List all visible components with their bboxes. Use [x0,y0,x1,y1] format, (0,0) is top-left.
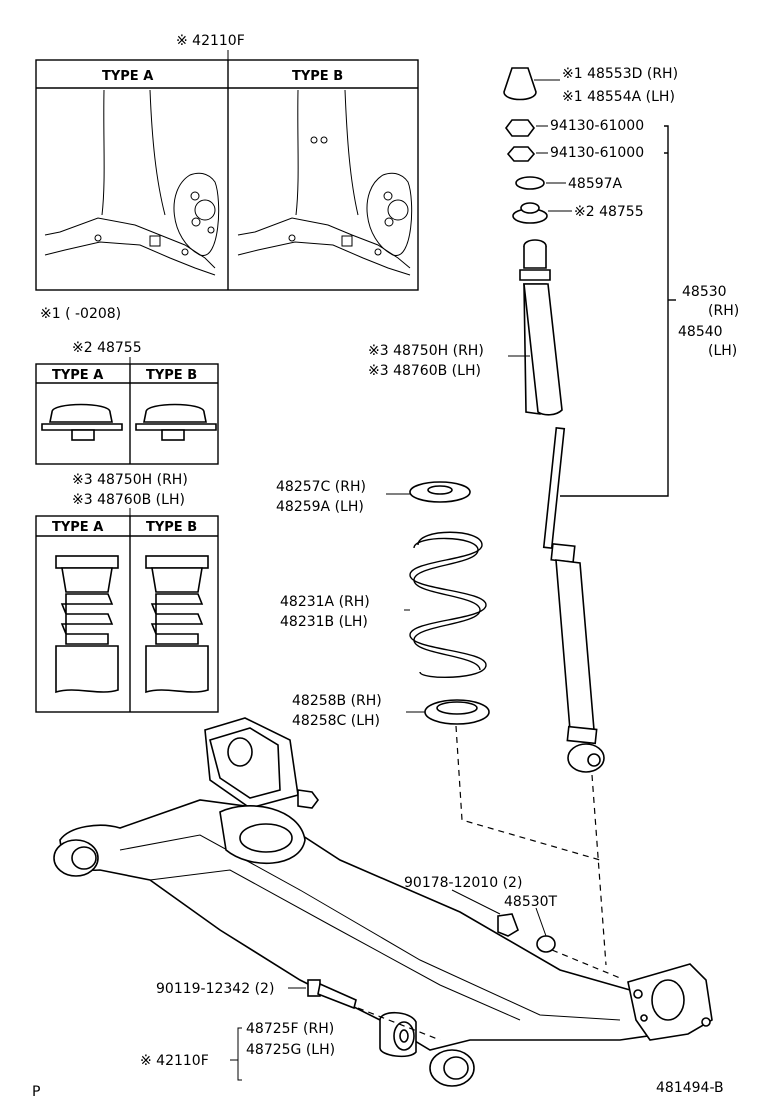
assembly-line-shock [591,774,607,966]
insert-48750H-title: ※3 48750H (RH) [72,472,188,488]
label-90119: 90119-12342 (2) [156,981,274,997]
assembly-line-bolt [357,1007,441,1041]
assembly-line-spring [455,725,601,861]
coil-spring [404,531,487,679]
insert-bump-type-a: TYPE A [52,520,103,535]
nut-1 [505,119,535,137]
beam-right-bushing [429,1049,475,1087]
insert-42110F: ※ 42110F TYPE A TYPE B [35,33,419,322]
insert-42110F-type-a: TYPE A [102,69,153,84]
insert-48755-type-a: TYPE A [52,368,103,383]
insert-48755-title: ※2 48755 [72,340,142,356]
label-48540-lh: (LH) [708,343,737,359]
label-90178: 90178-12010 (2) [404,875,522,891]
beam-left-bushing [53,839,99,877]
label-48553D: ※1 48553D (RH) [562,66,678,82]
label-48259A: 48259A (LH) [276,499,364,515]
washer-48597A [515,176,545,190]
support-48755 [512,202,572,224]
bump-stopper-type-a-sketch [55,555,119,694]
upper-insulator [386,481,471,503]
dust-cover [508,239,563,416]
bushing-48725F [379,1011,417,1058]
footer-page-letter: P [32,1084,40,1100]
callout-labels: ※1 48553D (RH) ※1 48554A (LH) 94130-6100… [32,66,739,1100]
beam-end-type-b-sketch [237,89,413,276]
cushion-90178 [451,889,519,937]
label-48231B: 48231B (LH) [280,614,368,630]
label-48597A: 48597A [568,176,623,192]
cap-48530T [535,907,556,953]
insert-bump-type-b: TYPE B [146,520,197,535]
label-48554A: ※1 48554A (LH) [562,89,675,105]
label-42110F: ※ 42110F [140,1053,209,1069]
footer-diagram-id: 481494-B [656,1080,724,1096]
insert-48760B-title: ※3 48760B (LH) [72,492,185,508]
beam-end-type-a-sketch [44,89,220,276]
cap-48553D [503,67,537,101]
lower-insulator [406,699,490,725]
label-48750H: ※3 48750H (RH) [368,343,484,359]
assembly-bracket [560,125,669,497]
label-48258B: 48258B (RH) [292,693,382,709]
insert-48755: ※2 48755 TYPE A TYPE B [35,340,219,465]
insert-42110F-type-b: TYPE B [292,69,343,84]
shock-absorber [542,427,605,773]
beam-right-bracket [627,963,713,1041]
label-94130-2: 94130-61000 [550,145,644,161]
bump-stopper-type-b-sketch [145,555,209,694]
label-48530T: 48530T [504,894,558,910]
bolt-90119 [288,979,357,1010]
label-48725F: 48725F (RH) [246,1021,334,1037]
insert-48755-type-b: TYPE B [146,368,197,383]
label-48530: 48530 [682,284,727,300]
label-48760B: ※3 48760B (LH) [368,363,481,379]
insert-42110F-label: ※ 42110F [176,33,245,49]
label-48231A: 48231A (RH) [280,594,370,610]
nut-2 [506,146,536,162]
label-bracket [230,1027,242,1081]
insert-bump-stopper: ※3 48750H (RH) ※3 48760B (LH) TYPE A TYP… [35,472,219,713]
label-48530-rh: (RH) [708,303,739,319]
label-48258C: 48258C (LH) [292,713,380,729]
axle-beam [53,717,713,1087]
beam-spring-seat [204,717,319,865]
note-date-range: ※1 ( -0208) [40,306,121,322]
label-94130-1: 94130-61000 [550,118,644,134]
assembly-line-cushion [551,949,621,979]
label-48755: ※2 48755 [574,204,644,220]
spring-group [386,481,490,725]
shock-parts [503,67,676,773]
label-48725G: 48725G (LH) [246,1042,335,1058]
label-48540: 48540 [678,324,723,340]
label-48257C: 48257C (RH) [276,479,366,495]
